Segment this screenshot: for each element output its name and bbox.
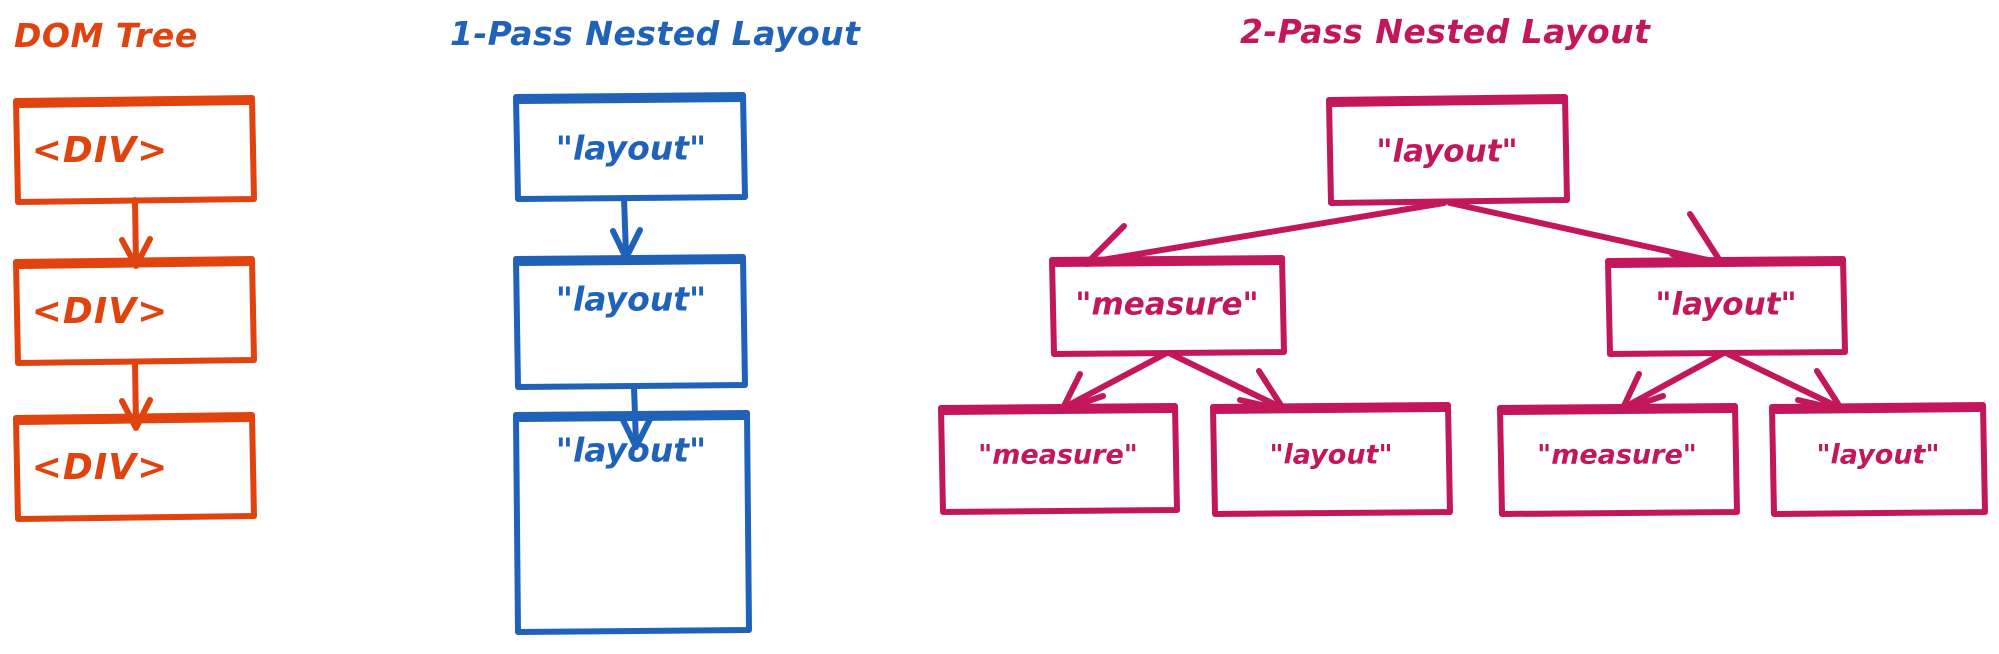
panel-title-dom-tree: DOM Tree — [14, 16, 198, 55]
two-pass-edge-midleft-to-leaf2 — [1168, 351, 1287, 413]
two-pass-node-label-mid-right: "layout" — [1655, 287, 1796, 323]
dom-node-label-3: <DIV> — [32, 447, 168, 488]
one-pass-node-box-2 — [513, 254, 748, 390]
one-pass-node-box-1 — [513, 92, 748, 202]
two-pass-node-box-leaf-1 — [938, 403, 1180, 515]
dom-node-box-2 — [13, 256, 257, 366]
one-pass-node-box-3 — [513, 410, 752, 635]
panel-title-one-pass: 1-Pass Nested Layout — [450, 14, 861, 53]
two-pass-node-box-mid-left — [1049, 255, 1287, 357]
two-pass-edge-midright-to-leaf3 — [1619, 351, 1725, 413]
dom-node-label-1: <DIV> — [32, 130, 168, 171]
two-pass-node-box-mid-right — [1605, 256, 1848, 357]
two-pass-node-box-root — [1326, 94, 1570, 206]
dom-node-box-3 — [13, 412, 257, 522]
two-pass-node-label-root: "layout" — [1376, 134, 1517, 170]
two-pass-edge-midleft-to-leaf1 — [1059, 351, 1168, 413]
two-pass-node-label-mid-left: "measure" — [1075, 287, 1258, 323]
two-pass-edge-midright-to-leaf4 — [1725, 351, 1845, 413]
one-pass-node-label-2: "layout" — [556, 280, 706, 319]
two-pass-edge-root-to-layout — [1447, 200, 1725, 267]
dom-node-box-1 — [13, 95, 257, 205]
one-pass-node-label-1: "layout" — [556, 129, 706, 168]
panel-title-two-pass: 2-Pass Nested Layout — [1240, 12, 1651, 51]
dom-node-label-2: <DIV> — [32, 291, 168, 332]
two-pass-node-box-leaf-2 — [1210, 402, 1453, 517]
two-pass-node-label-leaf-3: "measure" — [1537, 440, 1697, 471]
two-pass-node-label-leaf-1: "measure" — [978, 440, 1138, 471]
two-pass-node-box-leaf-4 — [1769, 402, 1988, 517]
two-pass-node-label-leaf-4: "layout" — [1816, 440, 1939, 471]
two-pass-edge-root-to-measure — [1083, 200, 1447, 267]
two-pass-node-label-leaf-2: "layout" — [1269, 440, 1392, 471]
one-pass-node-label-3: "layout" — [556, 431, 706, 470]
two-pass-node-box-leaf-3 — [1497, 403, 1740, 517]
